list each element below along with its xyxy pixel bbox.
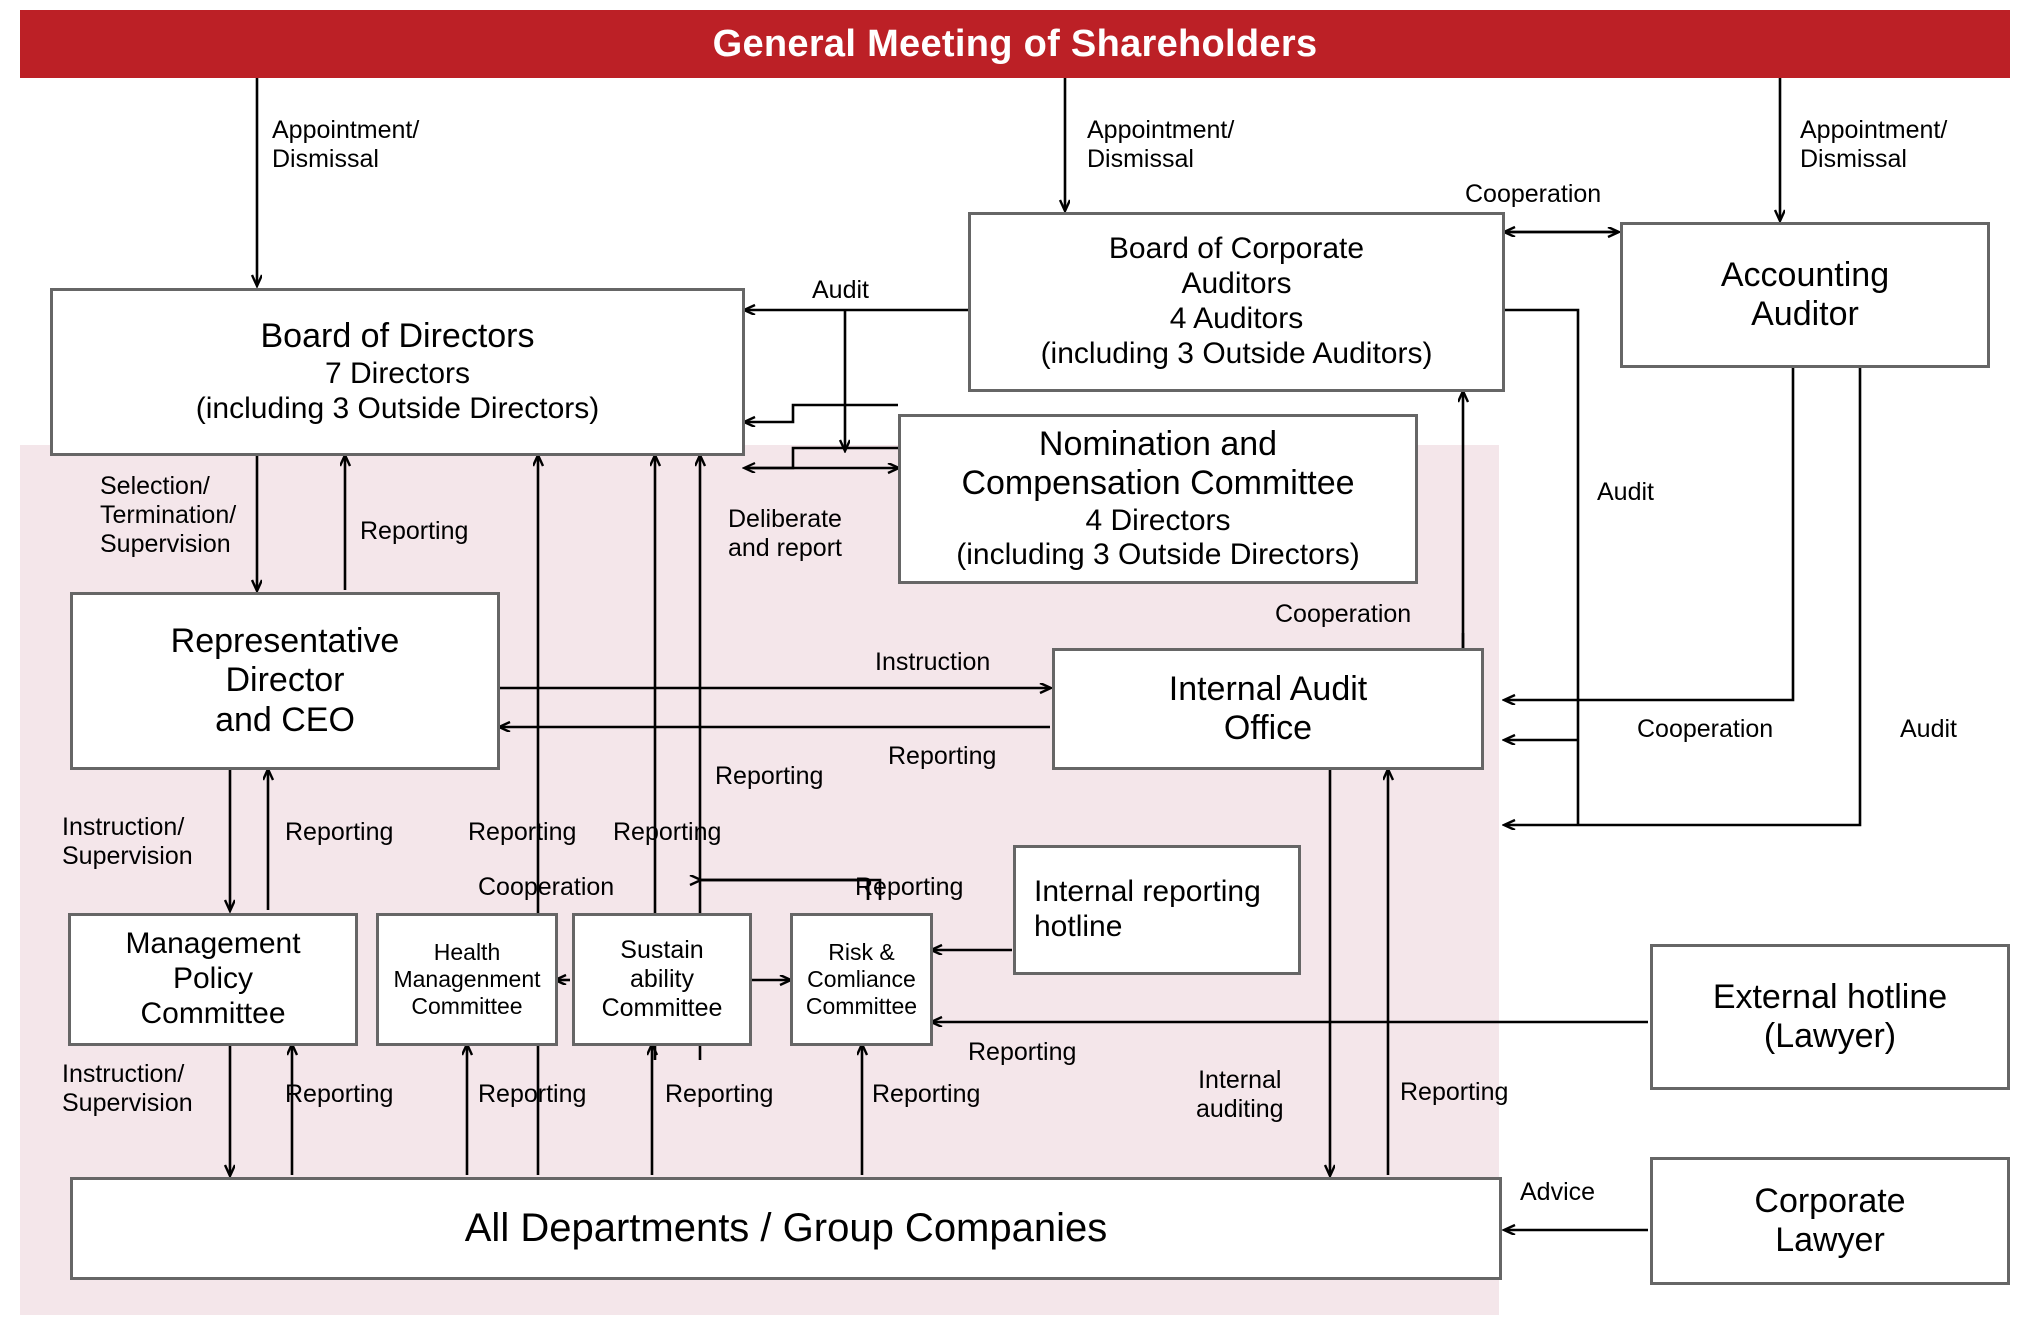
label-advice-corporate-lawyer: Advice (1520, 1178, 1596, 1206)
eh-line1: External hotline (1712, 977, 1948, 1016)
hmc-line2: Managenment (393, 966, 541, 993)
box-health-management-committee[interactable]: Health Managenment Committee (376, 913, 558, 1046)
label-instruction-supervision-ceo: Instruction/ Supervision (62, 813, 193, 870)
ad-line1: All Departments / Group Companies (464, 1206, 1108, 1251)
bca-line2: Auditors (1181, 267, 1292, 301)
box-board-of-corporate-auditors[interactable]: Board of Corporate Auditors 4 Auditors (… (968, 212, 1505, 392)
sc-line1: Sustain (620, 936, 704, 964)
iao-line2: Office (1223, 709, 1313, 747)
bod-line3: (including 3 Outside Directors) (195, 391, 600, 425)
label-appointment-dismissal-1: Appointment/ Dismissal (272, 116, 420, 173)
label-reporting-external-hotline: Reporting (968, 1038, 1077, 1066)
box-corporate-lawyer[interactable]: Corporate Lawyer (1650, 1157, 2010, 1285)
hmc-line3: Committee (411, 992, 523, 1019)
ncc-line4: (including 3 Outside Directors) (956, 538, 1360, 572)
eh-line2: (Lawyer) (1763, 1017, 1897, 1055)
label-reporting-rcc-iao: Reporting (855, 873, 964, 901)
rd-line1: Representative (170, 621, 400, 660)
label-instruction-ceo-iao: Instruction (875, 648, 991, 676)
sc-line2: ability (630, 965, 694, 993)
label-internal-auditing: Internal auditing (1196, 1066, 1284, 1123)
label-cooperation-committees: Cooperation (478, 873, 615, 901)
ncc-line1: Nomination and (1038, 424, 1278, 463)
bca-line1: Board of Corporate (1108, 232, 1365, 266)
label-audit-auditors-board: Audit (812, 276, 869, 304)
rcc-line1: Risk & (828, 939, 895, 966)
iao-line1: Internal Audit (1168, 669, 1368, 708)
ncc-line3: 4 Directors (1085, 503, 1231, 537)
cl-line2: Lawyer (1775, 1221, 1885, 1259)
label-reporting-committee-c: Reporting (613, 818, 722, 846)
cl-line1: Corporate (1754, 1181, 1906, 1220)
rcc-line3: Committee (805, 992, 918, 1019)
label-reporting-depts-iao: Reporting (1400, 1078, 1509, 1106)
irh-line1: Internal reporting (1034, 875, 1261, 909)
box-accounting-auditor[interactable]: Accounting Auditor (1620, 222, 1990, 368)
label-audit-accounting-auditors: Audit (1597, 478, 1654, 506)
label-reporting-committee-b: Reporting (468, 818, 577, 846)
label-reporting-depts-hmc: Reporting (478, 1080, 587, 1108)
label-appointment-dismissal-2: Appointment/ Dismissal (1087, 116, 1235, 173)
label-reporting-iao-ceo: Reporting (888, 742, 997, 770)
bca-line3: 4 Auditors (1169, 302, 1304, 335)
box-nomination-compensation-committee[interactable]: Nomination and Compensation Committee 4 … (898, 414, 1418, 584)
label-audit-accounting-depts: Audit (1900, 715, 1957, 743)
label-reporting-depts-sc: Reporting (665, 1080, 774, 1108)
box-management-policy-committee[interactable]: Management Policy Committee (68, 913, 358, 1046)
label-cooperation-auditors-accounting: Cooperation (1465, 180, 1602, 208)
label-cooperation-iao-auditors: Cooperation (1275, 600, 1412, 628)
banner-title: General Meeting of Shareholders (712, 22, 1318, 65)
box-all-departments[interactable]: All Departments / Group Companies (70, 1177, 1502, 1280)
aa-line1: Accounting (1720, 255, 1890, 294)
aa-line2: Auditor (1751, 295, 1859, 333)
mpc-line2: Policy (172, 962, 254, 996)
label-deliberate-and-report: Deliberate and report (728, 505, 842, 562)
rcc-line2: Comliance (807, 966, 916, 993)
box-internal-reporting-hotline[interactable]: Internal reporting hotline (1013, 845, 1301, 975)
box-board-of-directors[interactable]: Board of Directors 7 Directors (includin… (50, 288, 745, 456)
mpc-line3: Committee (140, 996, 286, 1030)
sc-line3: Committee (601, 994, 723, 1022)
label-reporting-committee-a: Reporting (715, 762, 824, 790)
label-reporting-depts-mpc: Reporting (285, 1080, 394, 1108)
ncc-line2: Compensation Committee (961, 464, 1355, 503)
irh-line2: hotline (1034, 910, 1123, 943)
label-selection-termination-supervision: Selection/ Termination/ Supervision (100, 472, 237, 558)
box-representative-director-ceo[interactable]: Representative Director and CEO (70, 592, 500, 770)
box-sustainability-committee[interactable]: Sustain ability Committee (572, 913, 752, 1046)
label-reporting-mpc-ceo: Reporting (285, 818, 394, 846)
box-internal-audit-office[interactable]: Internal Audit Office (1052, 648, 1484, 770)
label-cooperation-iao-accounting: Cooperation (1637, 715, 1774, 743)
mpc-line1: Management (125, 927, 301, 961)
label-reporting-depts-rcc: Reporting (872, 1080, 981, 1108)
label-appointment-dismissal-3: Appointment/ Dismissal (1800, 116, 1948, 173)
rd-line3: and CEO (215, 700, 355, 739)
bod-line1: Board of Directors (260, 317, 535, 356)
general-meeting-banner: General Meeting of Shareholders (20, 10, 2010, 78)
label-reporting-ceo-board: Reporting (360, 517, 469, 545)
box-risk-compliance-committee[interactable]: Risk & Comliance Committee (790, 913, 933, 1046)
label-instruction-supervision-depts: Instruction/ Supervision (62, 1060, 193, 1117)
box-external-hotline[interactable]: External hotline (Lawyer) (1650, 944, 2010, 1090)
hmc-line1: Health (433, 939, 501, 966)
rd-line2: Director (225, 661, 345, 700)
bod-line2: 7 Directors (324, 356, 471, 390)
bca-line4: (including 3 Outside Auditors) (1040, 336, 1433, 370)
